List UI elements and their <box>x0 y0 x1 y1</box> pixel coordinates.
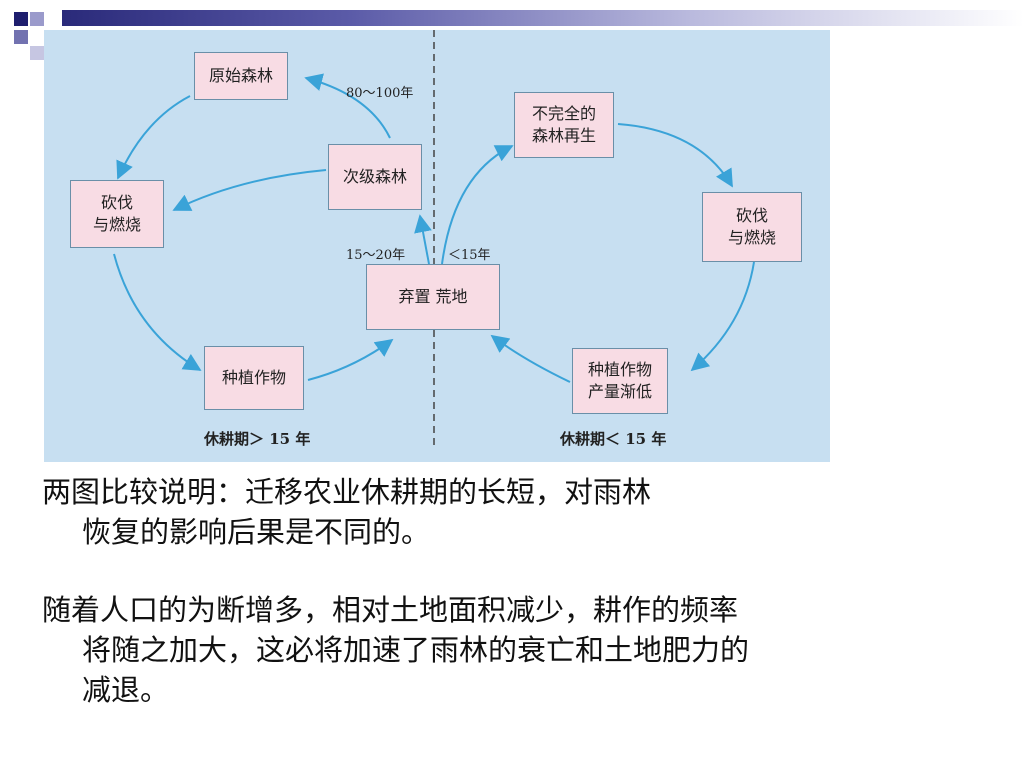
label-15-20-years: 15～20年 <box>346 248 406 263</box>
label-under-15-years: ＜15年 <box>448 248 491 263</box>
paragraph-population-line-3: 减退。 <box>82 673 170 707</box>
deco-square-pale <box>30 46 44 60</box>
caption-fallow-under-15: 休耕期＜ 15 年 <box>560 430 667 448</box>
node-crops-declining: 种植作物 产量渐低 <box>572 348 668 414</box>
arrow-crops-to-abandoned <box>307 338 394 381</box>
arrow-secondary-to-slashburn <box>172 169 327 211</box>
arrow-crops-to-abandoned-right <box>490 334 571 383</box>
deco-square-light <box>30 12 44 26</box>
node-primary-forest: 原始森林 <box>194 52 288 100</box>
arrow-abandoned-to-regrowth <box>441 145 514 265</box>
node-slash-burn-right: 砍伐 与燃烧 <box>702 192 802 262</box>
paragraph-comparison-line-2: 恢复的影响后果是不同的。 <box>82 515 431 549</box>
arrow-regrowth-to-slashburn <box>617 123 733 188</box>
arrow-primary-to-slashburn <box>116 95 191 180</box>
deco-top-gradient-bar <box>62 10 1024 26</box>
arrow-slashburn-to-crops-right <box>690 261 755 372</box>
node-slash-burn-left: 砍伐 与燃烧 <box>70 180 164 248</box>
arrow-abandoned-to-secondary <box>414 214 432 265</box>
node-abandoned-land: 弃置 荒地 <box>366 264 500 330</box>
node-incomplete-regrowth: 不完全的 森林再生 <box>514 92 614 158</box>
paragraph-population-line-2: 将随之加大，这必将加速了雨林的衰亡和土地肥力的 <box>82 633 750 667</box>
deco-square-dark <box>14 12 28 26</box>
paragraph-comparison-line-1: 两图比较说明：迁移农业休耕期的长短，对雨林 <box>42 475 652 509</box>
node-crops-left: 种植作物 <box>204 346 304 410</box>
node-secondary-forest: 次级森林 <box>328 144 422 210</box>
caption-fallow-over-15: 休耕期＞ 15 年 <box>204 430 311 448</box>
diagram-arrows <box>113 30 755 445</box>
paragraph-comparison: 两图比较说明：迁移农业休耕期的长短，对雨林 恢复的影响后果是不同的。 <box>42 472 651 552</box>
paragraph-population: 随着人口的为断增多，相对土地面积减少，耕作的频率 将随之加大，这必将加速了雨林的… <box>42 590 749 710</box>
arrow-slashburn-to-crops <box>113 253 202 371</box>
paragraph-population-line-1: 随着人口的为断增多，相对土地面积减少，耕作的频率 <box>42 593 739 627</box>
label-80-100-years: 80～100年 <box>346 86 414 101</box>
shifting-cultivation-diagram: 原始森林 次级森林 砍伐 与燃烧 种植作物 弃置 荒地 不完全的 森林再生 砍伐… <box>44 30 830 462</box>
deco-square-mid <box>14 30 28 44</box>
arrow-secondary-to-primary <box>304 73 391 139</box>
